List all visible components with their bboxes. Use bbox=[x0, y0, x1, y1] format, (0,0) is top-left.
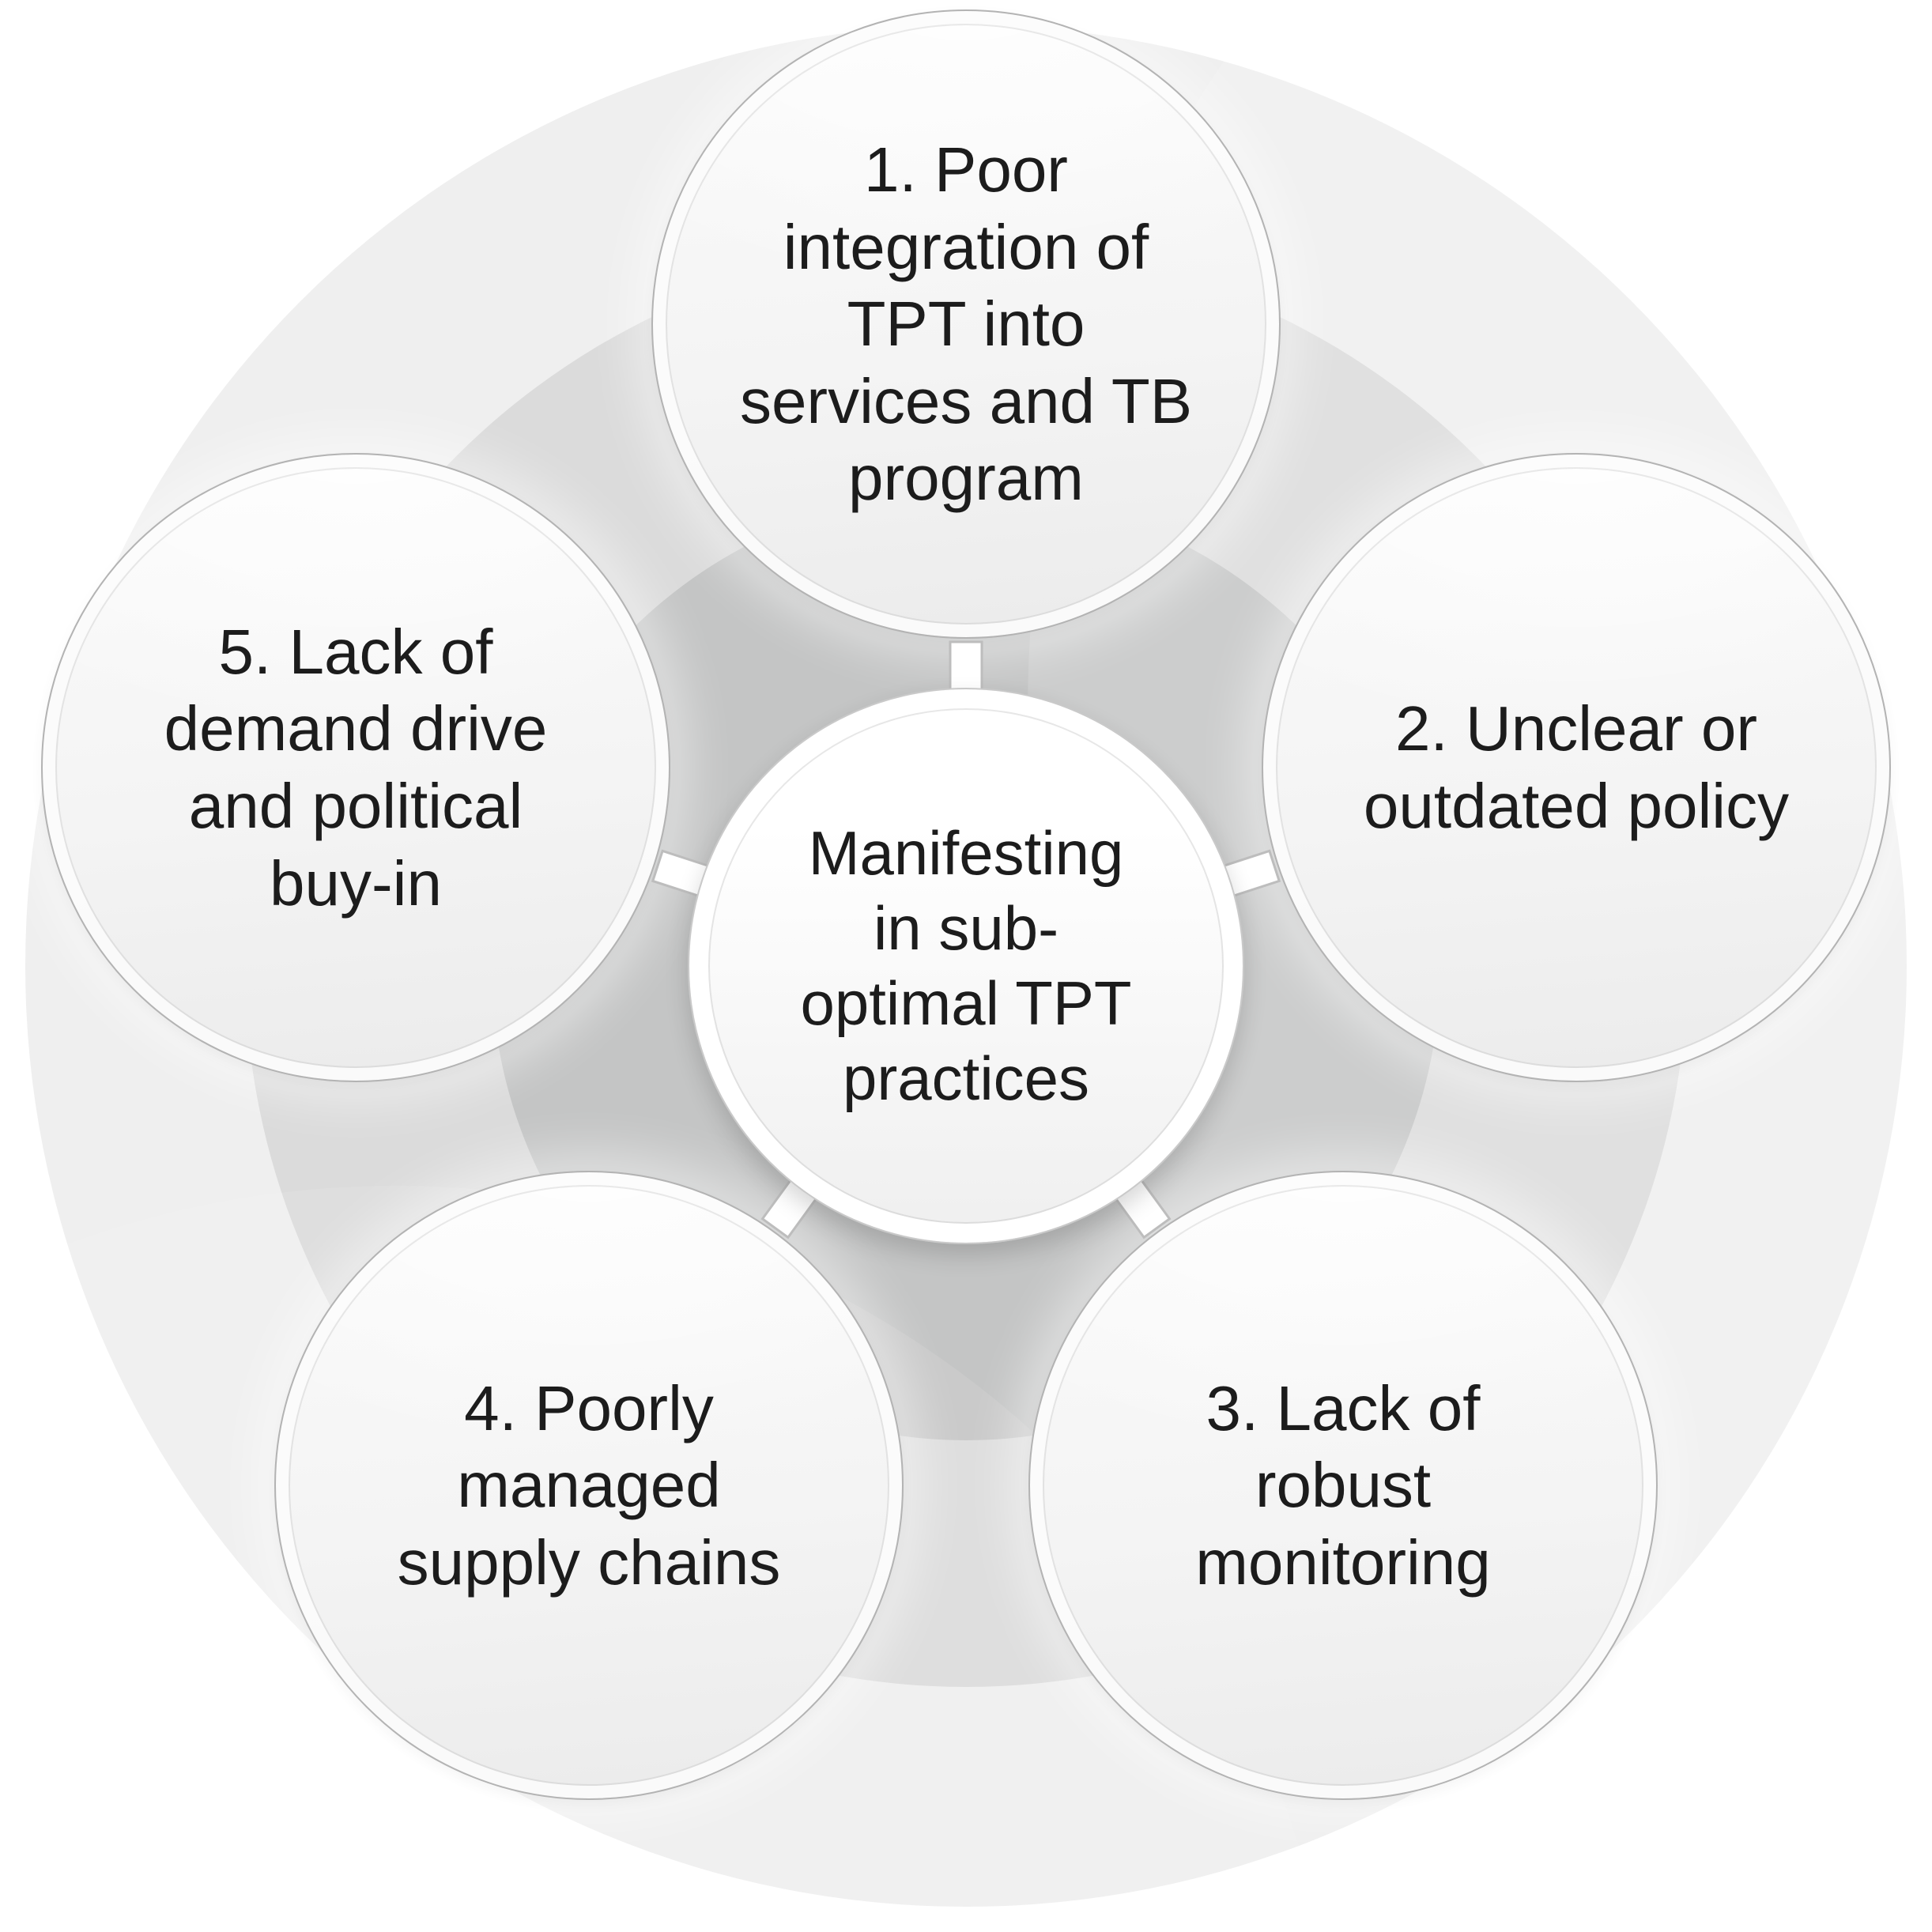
satellite-node-1-poor-integration: 1. Poor integration of TPT into services… bbox=[651, 9, 1281, 639]
satellite-node-2-unclear-policy: 2. Unclear or outdated policy bbox=[1262, 453, 1891, 1082]
satellite-node-4-label: 4. Poorly managed supply chains bbox=[397, 1372, 781, 1598]
satellite-node-1-label: 1. Poor integration of TPT into services… bbox=[739, 134, 1193, 514]
satellite-node-2-label: 2. Unclear or outdated policy bbox=[1363, 693, 1790, 841]
satellite-node-5-demand-buyin: 5. Lack of demand drive and political bu… bbox=[41, 453, 670, 1082]
satellite-node-5-label: 5. Lack of demand drive and political bu… bbox=[164, 616, 548, 919]
center-node-label: Manifesting in sub- optimal TPT practice… bbox=[800, 817, 1132, 1114]
center-node-suboptimal-tpt: Manifesting in sub- optimal TPT practice… bbox=[688, 688, 1244, 1244]
satellite-node-4-supply-chains: 4. Poorly managed supply chains bbox=[274, 1171, 904, 1800]
satellite-node-3-lack-monitoring: 3. Lack of robust monitoring bbox=[1028, 1171, 1658, 1800]
satellite-node-3-label: 3. Lack of robust monitoring bbox=[1195, 1372, 1491, 1598]
